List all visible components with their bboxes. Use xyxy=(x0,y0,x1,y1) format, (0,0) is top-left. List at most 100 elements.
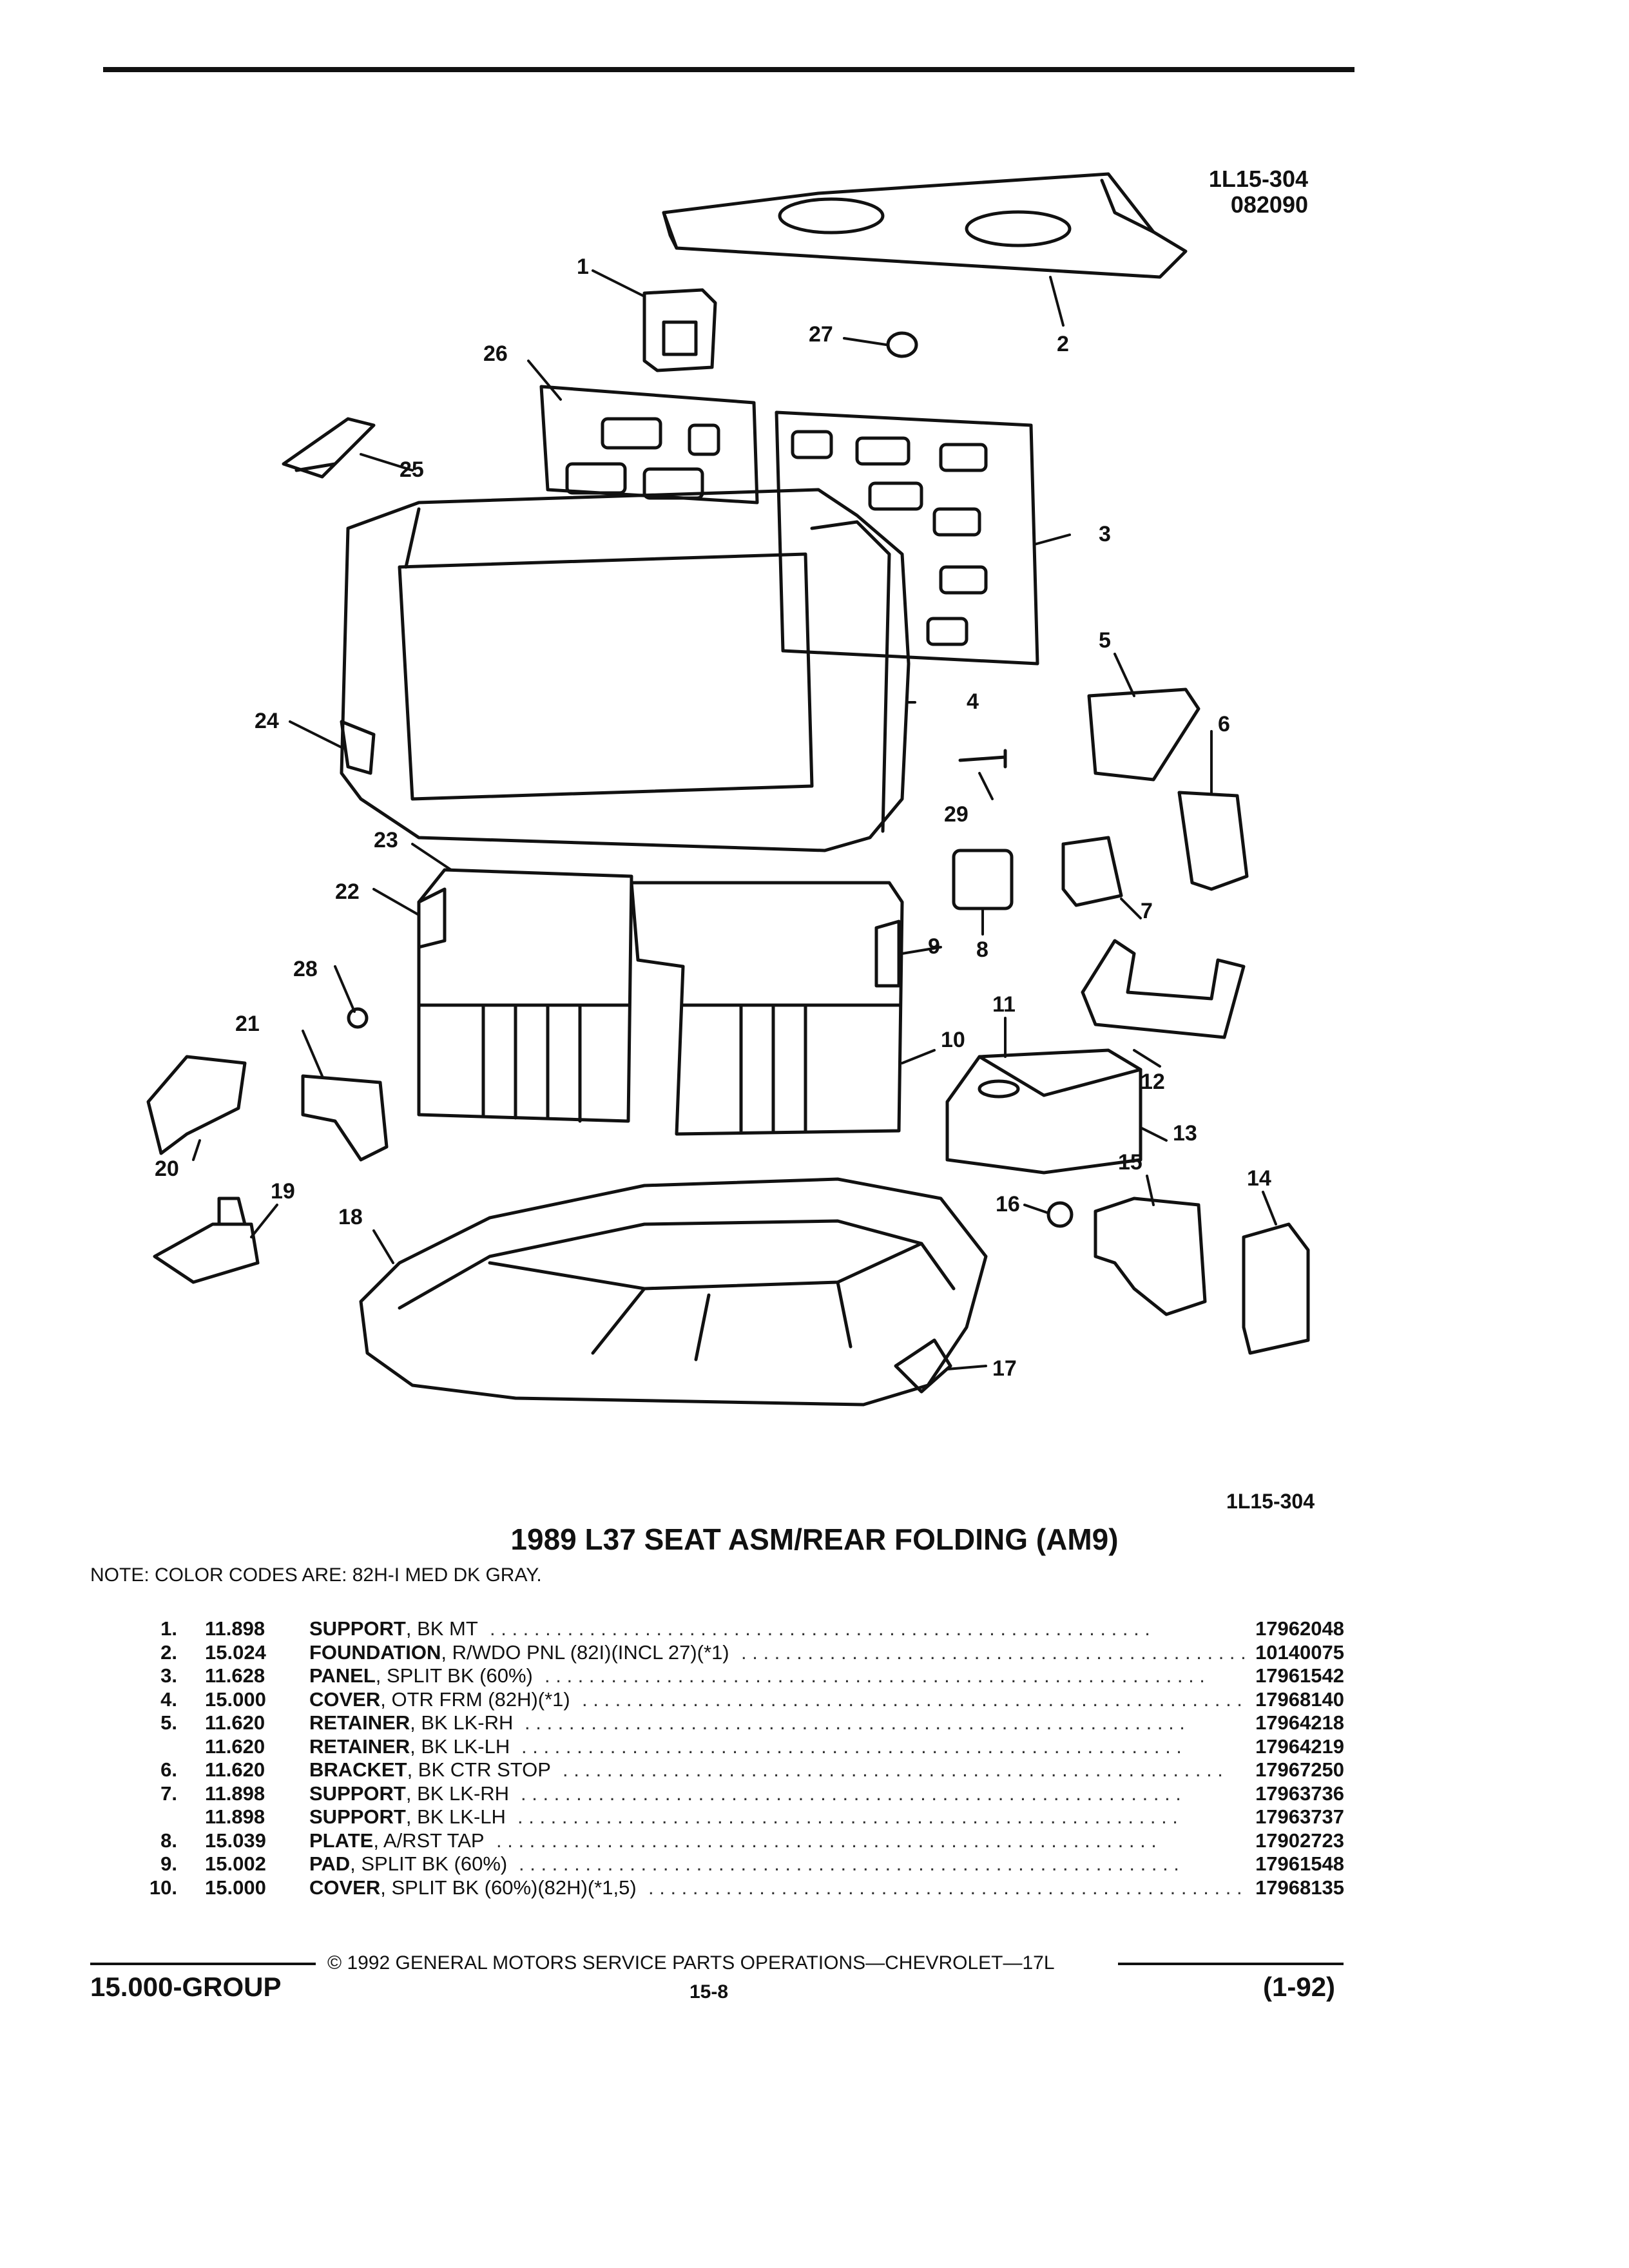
part-description: SUPPORT, BK LK-LH xyxy=(309,1805,506,1829)
part-number: 17961542 xyxy=(1255,1664,1344,1687)
callout-27: 27 xyxy=(809,322,833,347)
part-27-plug xyxy=(886,331,918,358)
callout-12: 12 xyxy=(1141,1070,1165,1094)
callout-22: 22 xyxy=(335,879,360,904)
part-19-mount-bracket xyxy=(153,1196,260,1284)
group-code: 15.000 xyxy=(205,1876,266,1899)
date-code: (1-92) xyxy=(1263,1972,1336,2002)
footer-rule-left xyxy=(90,1963,316,1965)
callout-19: 19 xyxy=(271,1179,295,1204)
item-number: 2. xyxy=(160,1640,177,1664)
dot-leader: . . . . . . . . . . . . . . . . . . . . … xyxy=(741,1640,1246,1664)
item-number: 10. xyxy=(149,1876,177,1899)
part-number: 17962048 xyxy=(1255,1617,1344,1640)
item-number: 8. xyxy=(160,1829,177,1852)
part-name: SUPPORT xyxy=(309,1617,406,1640)
item-number: 6. xyxy=(160,1758,177,1781)
part-22-pad xyxy=(417,887,447,949)
part-name: COVER xyxy=(309,1876,381,1899)
dot-leader: . . . . . . . . . . . . . . . . . . . . … xyxy=(490,1617,1150,1640)
part-detail: , BK LK-RH xyxy=(410,1711,514,1734)
part-description: RETAINER, BK LK-LH xyxy=(309,1735,510,1758)
figure-id-line-1: 1L15-304 xyxy=(1208,166,1308,192)
callout-labels: 1 2 3 4 5 6 7 8 9 10 11 12 13 14 15 16 1… xyxy=(155,255,1271,1381)
group-code: 11.620 xyxy=(205,1758,265,1781)
callout-15: 15 xyxy=(1118,1150,1142,1175)
group-code: 15.024 xyxy=(205,1640,266,1664)
copyright-text: © 1992 GENERAL MOTORS SERVICE PARTS OPER… xyxy=(327,1952,1055,1974)
dot-leader: . . . . . . . . . . . . . . . . . . . . … xyxy=(519,1852,1179,1875)
part-detail: , R/WDO PNL (82I)(INCL 27)(*1) xyxy=(441,1640,729,1664)
callout-7: 7 xyxy=(1141,899,1153,923)
part-description: COVER, OTR FRM (82H)(*1) xyxy=(309,1688,570,1711)
parts-row: 10. 15.000 COVER, SPLIT BK (60%)(82H)(*1,5… xyxy=(0,1876,1629,1899)
part-5-retainer xyxy=(1087,687,1200,782)
group-code: 11.620 xyxy=(205,1735,265,1758)
part-14-cover xyxy=(1242,1222,1310,1355)
part-2-rear-window-panel xyxy=(662,172,1188,279)
callout-2: 2 xyxy=(1057,332,1069,356)
dot-leader: . . . . . . . . . . . . . . . . . . . . … xyxy=(545,1664,1205,1687)
part-description: SUPPORT, BK LK-RH xyxy=(309,1782,509,1805)
part-24-edge-trim xyxy=(340,720,376,775)
item-number: 7. xyxy=(160,1782,177,1805)
part-15-lock-retainer xyxy=(1094,1196,1207,1316)
callout-4: 4 xyxy=(967,689,979,714)
part-detail: , OTR FRM (82H)(*1) xyxy=(380,1687,570,1711)
callout-6: 6 xyxy=(1218,712,1230,736)
part-description: FOUNDATION, R/WDO PNL (82I)(INCL 27)(*1) xyxy=(309,1641,729,1664)
part-name: RETAINER xyxy=(309,1735,410,1758)
dot-leader: . . . . . . . . . . . . . . . . . . . . … xyxy=(521,1735,1182,1758)
part-9-pad xyxy=(874,919,901,988)
callout-29: 29 xyxy=(944,802,969,827)
callout-10: 10 xyxy=(941,1028,965,1052)
part-detail: , BK LK-RH xyxy=(405,1782,510,1805)
callout-1: 1 xyxy=(577,255,589,279)
figure-id-bottom: 1L15-304 xyxy=(1226,1490,1315,1513)
dot-leader: . . . . . . . . . . . . . . . . . . . . … xyxy=(648,1876,1246,1899)
part-21-hinge xyxy=(301,1074,389,1162)
part-name: PAD xyxy=(309,1852,351,1875)
part-name: PLATE xyxy=(309,1829,374,1852)
callout-26: 26 xyxy=(483,341,508,366)
part-name: COVER xyxy=(309,1687,381,1711)
callout-23: 23 xyxy=(374,828,398,852)
part-number: 17964219 xyxy=(1255,1735,1344,1758)
group-code: 11.628 xyxy=(205,1664,265,1687)
group-code: 11.898 xyxy=(205,1805,265,1828)
part-number: 17964218 xyxy=(1255,1711,1344,1734)
part-name: RETAINER xyxy=(309,1711,410,1734)
part-detail: , BK LK-LH xyxy=(410,1735,510,1758)
group-code: 15.000 xyxy=(205,1687,266,1711)
part-name: BRACKET xyxy=(309,1758,407,1781)
part-17-side-pad xyxy=(894,1338,952,1394)
part-1-back-mount-support xyxy=(642,288,717,372)
part-number: 17963737 xyxy=(1255,1805,1344,1828)
item-number: 3. xyxy=(160,1664,177,1687)
part-13-armrest xyxy=(945,1048,1142,1175)
part-detail: , BK LK-LH xyxy=(405,1805,506,1828)
dot-leader: . . . . . . . . . . . . . . . . . . . . … xyxy=(517,1805,1178,1828)
part-detail: , BK MT xyxy=(405,1617,478,1640)
callout-20: 20 xyxy=(155,1157,179,1181)
color-code-note: NOTE: COLOR CODES ARE: 82H-I MED DK GRAY… xyxy=(90,1564,542,1586)
part-description: SUPPORT, BK MT xyxy=(309,1617,478,1640)
part-8-armrest-plate xyxy=(952,849,1014,910)
item-number: 9. xyxy=(160,1852,177,1875)
part-detail: , SPLIT BK (60%)(82H)(*1,5) xyxy=(380,1876,637,1899)
callout-9: 9 xyxy=(928,934,940,959)
part-18-seat-cushion xyxy=(359,1177,988,1407)
dot-leader: . . . . . . . . . . . . . . . . . . . . … xyxy=(525,1711,1185,1734)
callout-11: 11 xyxy=(992,992,1016,1017)
part-7-back-lock-support xyxy=(1061,836,1123,907)
top-rule xyxy=(103,67,1354,72)
figure-id-line-2: 082090 xyxy=(1230,191,1308,218)
part-detail: , A/RST TAP xyxy=(373,1829,485,1852)
group-code: 11.620 xyxy=(205,1711,265,1734)
parts-row: 2. 15.024 FOUNDATION, R/WDO PNL (82I)(INCL… xyxy=(0,1641,1629,1664)
